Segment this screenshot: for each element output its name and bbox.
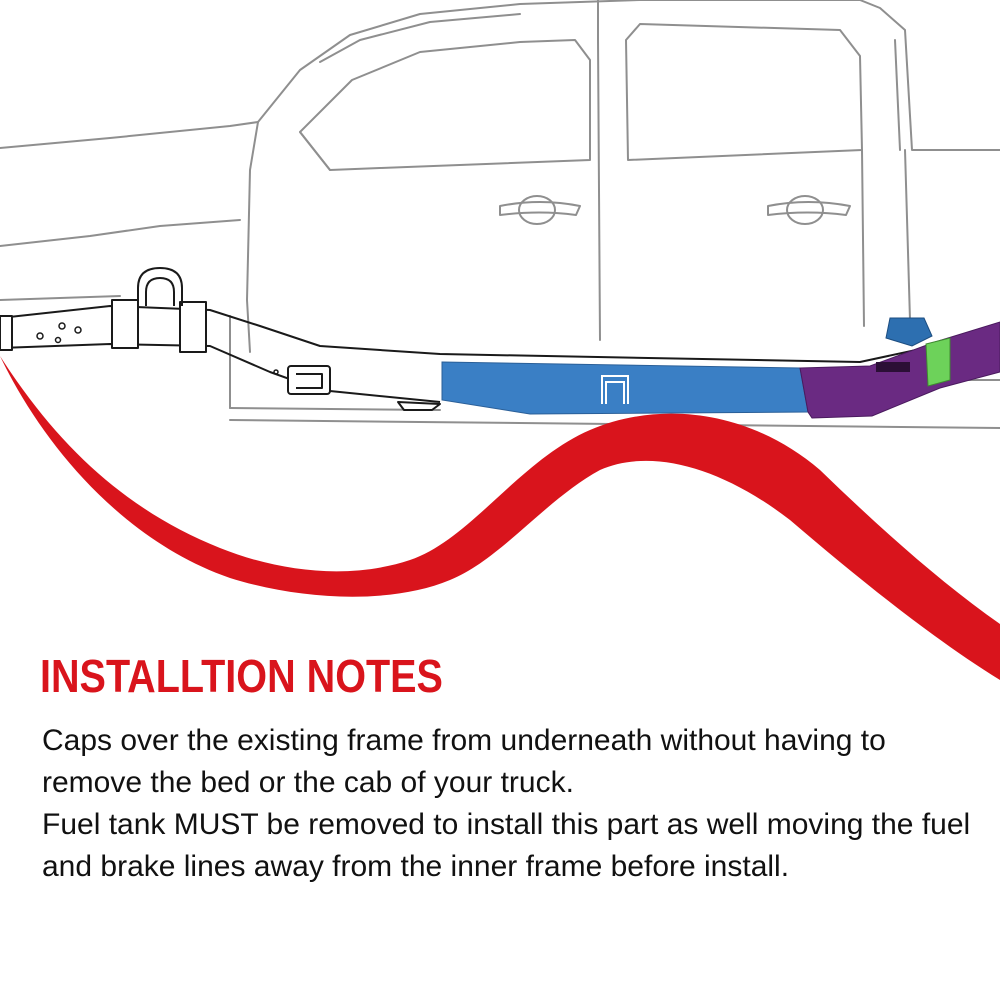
- blue-section-slot: [601, 375, 629, 404]
- note-paragraph-fuel-tank: Fuel tank MUST be removed to install thi…: [42, 808, 971, 883]
- blue-mount: [885, 317, 933, 347]
- red-swoosh: [0, 356, 1000, 680]
- installation-notes-body: Caps over the existing frame from undern…: [42, 720, 982, 888]
- green-bracket: [925, 337, 951, 387]
- frame-holes: [36, 322, 279, 375]
- purple-section-slot: [876, 362, 910, 372]
- note-paragraph-caps: Caps over the existing frame from undern…: [42, 724, 886, 799]
- truck-body-outline: [0, 0, 1000, 429]
- frame-rails: [0, 267, 1000, 411]
- installation-notes-heading: INSTALLTION NOTES: [40, 650, 443, 702]
